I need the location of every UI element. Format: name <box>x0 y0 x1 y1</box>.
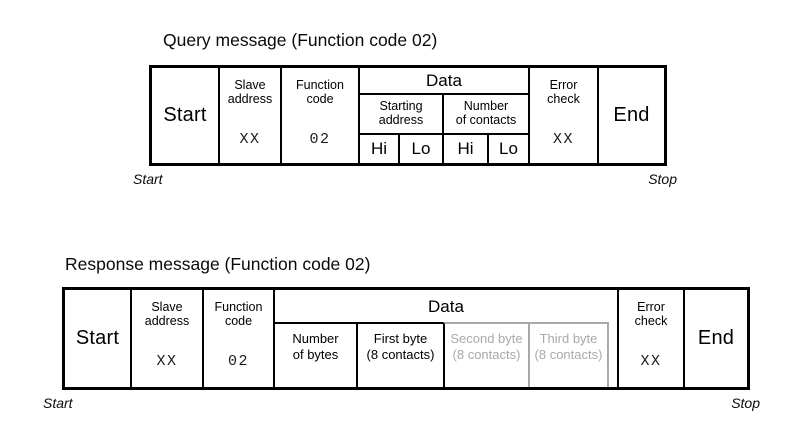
query-slave-address-cell: Slave address XX <box>218 68 280 163</box>
response-third-byte-cell: Third byte (8 contacts) <box>528 322 609 387</box>
response-end-cell: End <box>683 290 747 387</box>
query-data-column: Data Starting address Number of contacts… <box>358 68 528 163</box>
response-slave-address-label: Slave address <box>144 300 190 328</box>
query-error-check-label: Error check <box>547 78 580 106</box>
response-slave-address-cell: Slave address XX <box>130 290 202 387</box>
response-data-byte-row: Number of bytes First byte (8 contacts) … <box>275 322 617 387</box>
query-data-header: Data <box>426 71 462 90</box>
query-stop-marker: Stop <box>648 171 677 187</box>
response-data-header: Data <box>428 297 464 316</box>
response-stop-marker: Stop <box>731 395 760 411</box>
response-error-check-value: XX <box>640 353 662 370</box>
query-starting-address-cell: Starting address <box>378 99 424 127</box>
response-second-byte-cell: Second byte (8 contacts) <box>443 322 528 387</box>
response-slave-address-value: XX <box>156 353 178 370</box>
query-error-check-cell: Error check XX <box>528 68 597 163</box>
query-function-code-value: 02 <box>309 131 331 148</box>
query-number-of-contacts-cell: Number of contacts <box>442 95 528 133</box>
query-number-of-contacts-hi-cell: Hi <box>442 135 487 163</box>
response-error-check-label: Error check <box>634 300 668 328</box>
query-message-table: Start Slave address XX Function code 02 … <box>149 65 667 166</box>
query-starting-address-hi-cell: Hi <box>370 139 388 158</box>
query-end-cell-label: End <box>613 104 650 126</box>
response-start-cell-label: Start <box>75 327 120 349</box>
response-function-code-value: 02 <box>227 353 249 370</box>
response-error-check-cell: Error check XX <box>617 290 683 387</box>
response-end-cell-label: End <box>697 327 735 349</box>
query-function-code-cell: Function code 02 <box>280 68 358 163</box>
response-function-code-label: Function code <box>214 300 263 328</box>
query-start-marker: Start <box>133 171 163 187</box>
response-number-of-bytes-cell: Number of bytes <box>275 322 356 387</box>
query-start-cell: Start <box>152 68 218 163</box>
query-slave-address-value: XX <box>239 131 261 148</box>
query-message-title: Query message (Function code 02) <box>163 30 438 50</box>
query-end-cell: End <box>597 68 664 163</box>
response-function-code-cell: Function code 02 <box>202 290 273 387</box>
query-number-of-contacts-lo-cell: Lo <box>487 135 528 163</box>
query-slave-address-label: Slave address <box>227 78 273 106</box>
query-function-code-label: Function code <box>296 78 344 106</box>
query-error-check-value: XX <box>552 131 574 148</box>
response-start-marker: Start <box>43 395 73 411</box>
response-message-table: Start Slave address XX Function code 02 … <box>62 287 750 390</box>
response-first-byte-cell: First byte (8 contacts) <box>356 322 443 387</box>
response-message-title: Response message (Function code 02) <box>65 254 371 274</box>
response-start-cell: Start <box>65 290 130 387</box>
query-start-cell-label: Start <box>163 104 207 126</box>
response-data-column: Data Number of bytes First byte (8 conta… <box>273 290 617 387</box>
query-hilo-row: Hi Lo Hi Lo <box>360 133 528 163</box>
query-data-subheader-row: Starting address Number of contacts <box>360 93 528 133</box>
query-starting-address-lo-cell: Lo <box>398 135 442 163</box>
